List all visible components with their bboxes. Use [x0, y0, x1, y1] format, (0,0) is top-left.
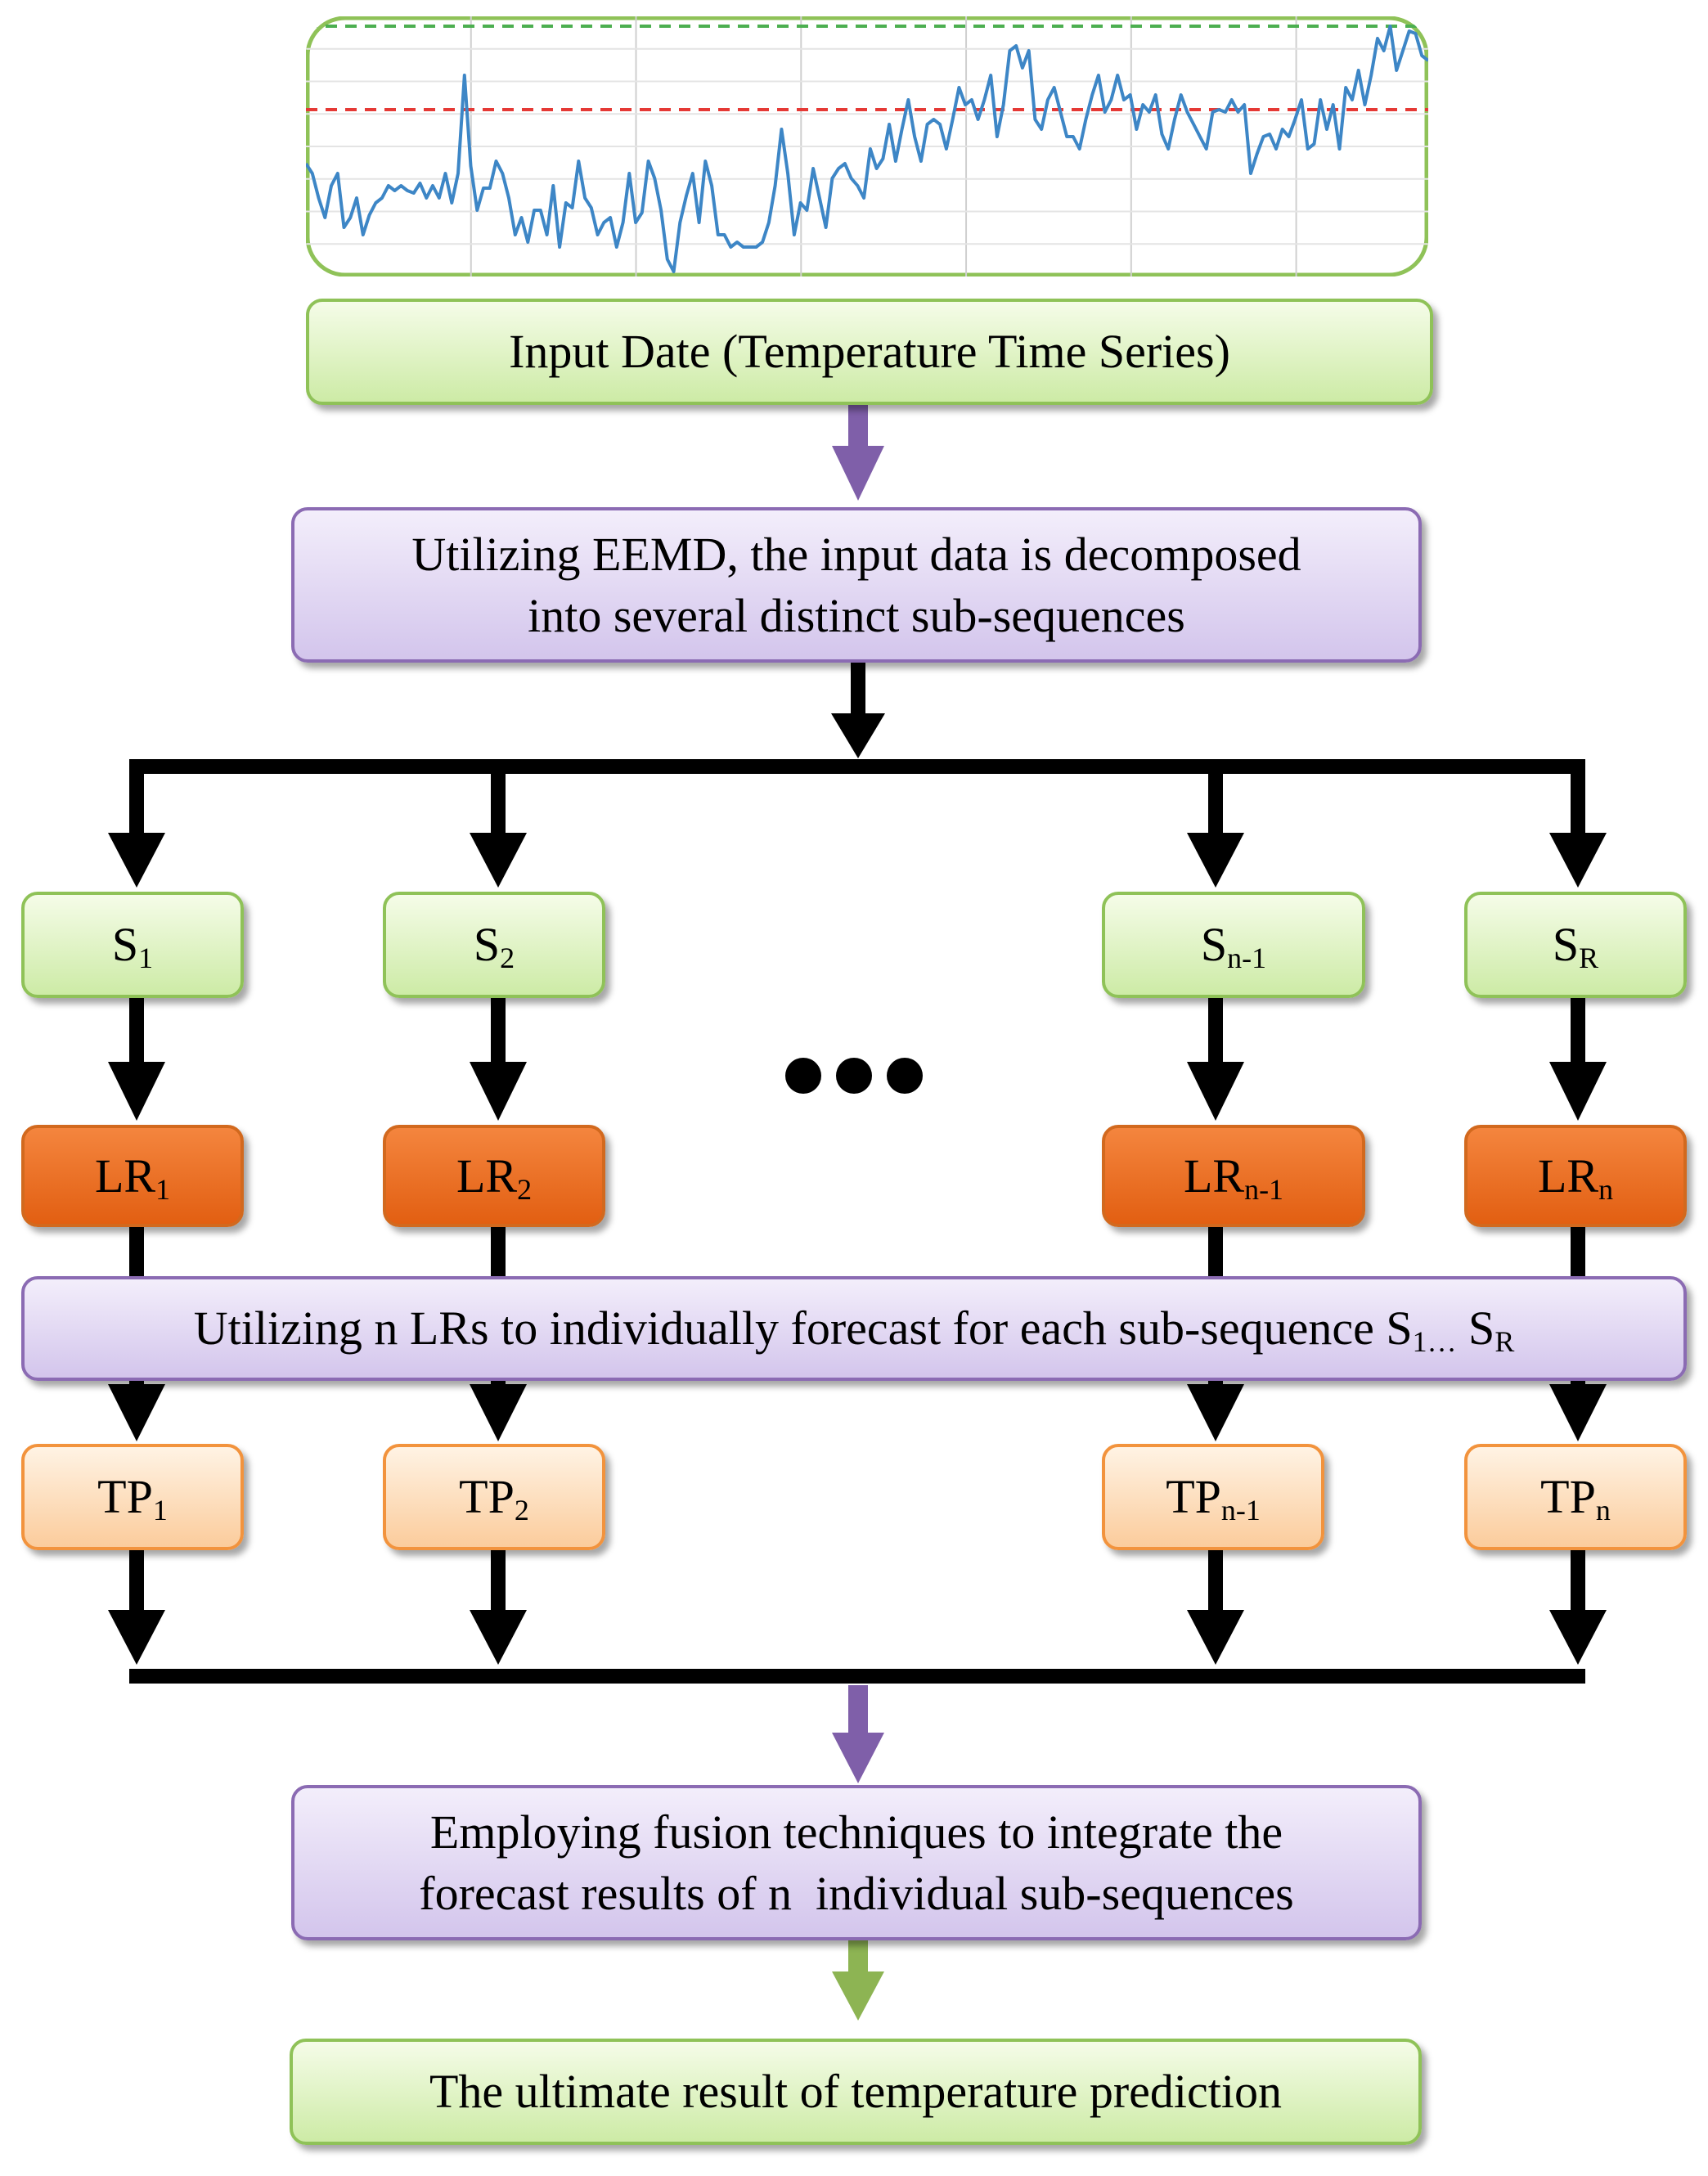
merge-connector [108, 1550, 1607, 1684]
regressor-box-2: LR2 [383, 1125, 605, 1227]
subsequence-box-2: S2 [383, 892, 605, 998]
subsequence-label: S1 [111, 918, 154, 975]
forecast-box: Utilizing n LRs to individually forecast… [21, 1276, 1687, 1381]
prediction-label: TP1 [97, 1470, 168, 1527]
subsequence-label: SR [1552, 918, 1599, 975]
prediction-label: TP2 [459, 1470, 529, 1527]
regressor-label: LR2 [456, 1149, 533, 1206]
forecast-text: Utilizing n LRs to individually forecast… [193, 1302, 1515, 1359]
top-arrow [832, 405, 884, 501]
ellipsis-dots [785, 1058, 923, 1094]
regressor-box-n: LRn [1464, 1125, 1687, 1227]
result-box: The ultimate result of temperature predi… [290, 2039, 1422, 2145]
prediction-box-1: TP1 [21, 1444, 244, 1550]
fusion-text-line1: Employing fusion techniques to integrate… [429, 1805, 1283, 1859]
regressor-label: LRn [1537, 1149, 1614, 1206]
regressor-label: LRn-1 [1183, 1149, 1284, 1206]
subsequence-label: Sn-1 [1200, 918, 1267, 975]
input-data-label: Input Date (Temperature Time Series) [509, 325, 1230, 379]
result-arrow [832, 1940, 884, 2021]
subsequence-box-n-1: Sn-1 [1102, 892, 1365, 998]
eemd-text-line2: into several distinct sub-sequences [528, 589, 1185, 642]
merge-down-arrow [832, 1685, 884, 1783]
prediction-box-2: TP2 [383, 1444, 605, 1550]
s-to-lr-arrows [108, 998, 1607, 1121]
fusion-text-line2: forecast results of n individual sub-seq… [419, 1867, 1294, 1920]
eemd-text-line1: Utilizing EEMD, the input data is decomp… [411, 527, 1301, 581]
eemd-decomposition-box: Utilizing EEMD, the input data is decomp… [291, 507, 1422, 663]
branch-arrows [108, 759, 1607, 888]
subsequence-box-1: S1 [21, 892, 244, 998]
subsequence-box-r: SR [1464, 892, 1687, 998]
subsequence-label: S2 [473, 918, 515, 975]
prediction-label: TPn [1540, 1470, 1611, 1527]
input-data-box: Input Date (Temperature Time Series) [306, 299, 1433, 405]
prediction-box-n-1: TPn-1 [1102, 1444, 1324, 1550]
split-connector [131, 663, 1585, 774]
result-label: The ultimate result of temperature predi… [429, 2065, 1282, 2119]
fusion-box: Employing fusion techniques to integrate… [291, 1785, 1422, 1940]
regressor-label: LR1 [94, 1149, 171, 1206]
regressor-box-1: LR1 [21, 1125, 244, 1227]
prediction-label: TPn-1 [1166, 1470, 1261, 1527]
prediction-box-n: TPn [1464, 1444, 1687, 1550]
input-time-series-chart [306, 16, 1428, 276]
regressor-box-n-1: LRn-1 [1102, 1125, 1365, 1227]
temperature-series-line [306, 25, 1428, 273]
